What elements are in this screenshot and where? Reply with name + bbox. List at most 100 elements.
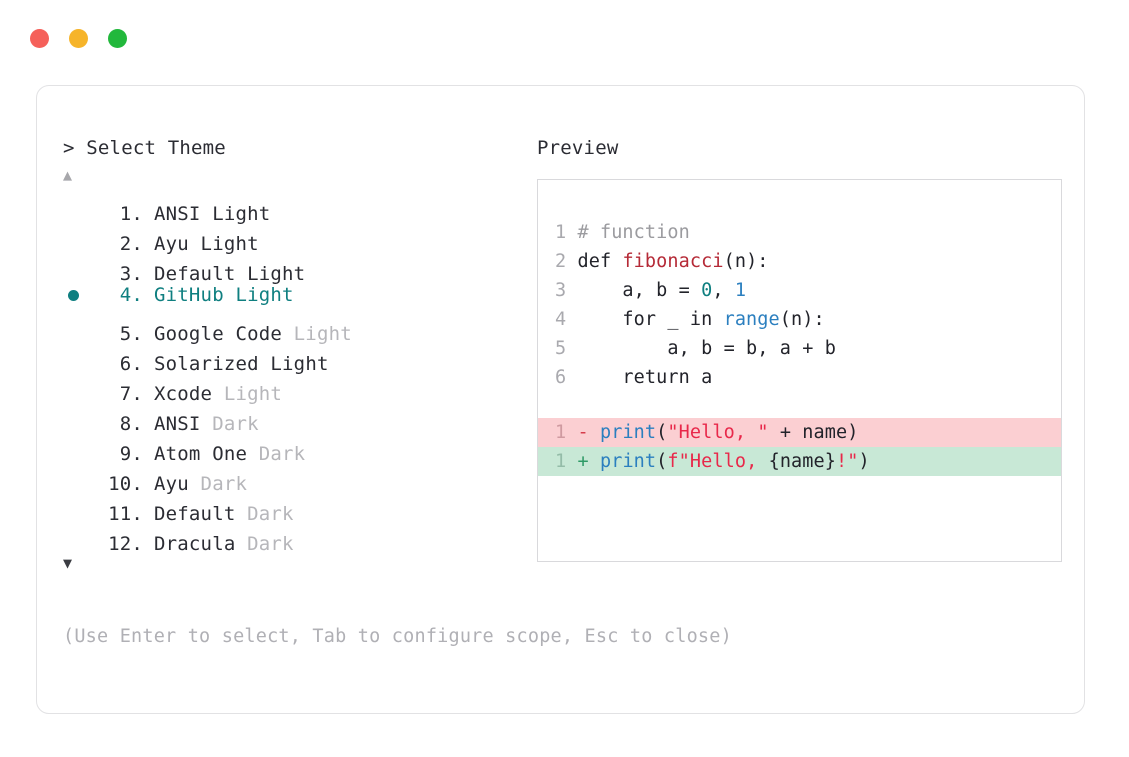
maximize-button[interactable]: [108, 29, 127, 48]
theme-item-name: Solarized: [154, 353, 259, 375]
theme-item-variant: Light: [188, 233, 259, 255]
line-number: 1: [555, 222, 578, 243]
code-token: !": [836, 451, 859, 472]
theme-item-variant: Dark: [188, 473, 248, 495]
theme-list-item[interactable]: 5.Google Code Light: [63, 310, 533, 345]
selection-bullet-cell: [63, 490, 95, 520]
select-theme-prompt: > Select Theme: [63, 137, 226, 159]
theme-item-variant: Dark: [200, 413, 259, 435]
theme-item-number: 8.: [119, 413, 143, 435]
code-line: 4 for _ in range(n):: [538, 305, 1061, 334]
theme-item-variant: Dark: [247, 443, 306, 465]
theme-item-variant: Light: [200, 203, 271, 225]
diff-line-number: 1: [555, 451, 578, 472]
theme-item-number: 2.: [119, 233, 143, 255]
line-number: 5: [555, 338, 578, 359]
theme-item-name: GitHub: [154, 284, 224, 306]
theme-item-number: 1.: [119, 203, 143, 225]
theme-item-name: ANSI: [154, 203, 201, 225]
code-token: ,: [712, 280, 735, 301]
theme-item-number: 7.: [119, 383, 143, 405]
code-token: f"Hello,: [667, 451, 769, 472]
code-blank-line: [538, 392, 1061, 418]
code-token: print: [599, 422, 657, 443]
theme-item-name: Xcode: [154, 383, 213, 405]
selected-bullet-icon: [68, 290, 79, 301]
code-token: 1: [734, 280, 747, 301]
theme-item-number: 12.: [108, 533, 143, 555]
theme-selector-pane: > Select Theme ▲ 1. ANSI Light 2. Ayu Light…: [63, 134, 533, 576]
diff-sign: +: [577, 451, 600, 472]
theme-item-name: Ayu: [154, 473, 189, 495]
scroll-down-arrow-icon[interactable]: ▼: [63, 554, 73, 572]
keyboard-hint: (Use Enter to select, Tab to configure s…: [63, 626, 732, 647]
theme-item-number: 11.: [108, 503, 143, 525]
theme-list-item[interactable]: 4.GitHub Light: [63, 280, 533, 310]
code-token: range: [723, 309, 780, 330]
theme-list-item[interactable]: 1. ANSI Light: [63, 190, 533, 225]
code-token: ): [858, 451, 870, 472]
theme-item-variant: Light: [258, 353, 329, 375]
theme-list-item[interactable]: 12. Dracula Dark: [63, 520, 533, 555]
close-button[interactable]: [30, 29, 49, 48]
selection-bullet-cell: [63, 310, 95, 340]
selection-bullet-cell: [63, 190, 95, 220]
theme-item-number: 5.: [119, 323, 143, 345]
theme-item-number: 9.: [119, 443, 143, 465]
theme-item-name: Default: [154, 503, 236, 525]
code-line: 6 return a: [538, 363, 1061, 392]
selection-bullet-cell: [63, 250, 95, 280]
theme-list-item[interactable]: 11. Default Dark: [63, 490, 533, 525]
diff-line-add: 1 + print(f"Hello, {name}!"): [538, 447, 1061, 476]
theme-item-name: ANSI: [154, 413, 201, 435]
diff-sign: -: [577, 422, 600, 443]
line-number: 4: [555, 309, 578, 330]
theme-list-item[interactable]: 8. ANSI Dark: [63, 400, 533, 435]
line-number: 3: [555, 280, 578, 301]
code-token: "Hello, ": [667, 422, 769, 443]
code-token: def: [577, 251, 623, 272]
line-number: 2: [555, 251, 578, 272]
theme-item-variant: Light: [212, 383, 283, 405]
line-number: 6: [555, 367, 578, 388]
code-token: for _ in: [577, 309, 724, 330]
code-line: 2 def fibonacci(n):: [538, 247, 1061, 276]
theme-list-item[interactable]: 2. Ayu Light: [63, 220, 533, 255]
diff-line-number: 1: [555, 422, 578, 443]
theme-item-number: 6.: [119, 353, 143, 375]
theme-item-variant: Dark: [235, 533, 294, 555]
selection-bullet-cell: [63, 340, 95, 370]
selection-bullet-cell: [63, 370, 95, 400]
theme-list-item[interactable]: 6. Solarized Light: [63, 340, 533, 375]
code-token: 0: [701, 280, 713, 301]
theme-item-variant: Light: [235, 263, 306, 285]
preview-title: Preview: [537, 137, 619, 159]
theme-list-item[interactable]: 3. Default Light: [63, 250, 533, 285]
code-token: return a: [577, 367, 713, 388]
code-token: (: [656, 451, 668, 472]
diff-line-del: 1 - print("Hello, " + name): [538, 418, 1061, 447]
theme-list-item[interactable]: 9.Atom One Dark: [63, 430, 533, 465]
minimize-button[interactable]: [69, 29, 88, 48]
theme-item-number: 3.: [119, 263, 143, 285]
code-token: # function: [577, 222, 690, 243]
theme-item-number: 4.: [119, 284, 143, 306]
code-token: a, b =: [577, 280, 702, 301]
window-traffic-lights: [30, 29, 127, 48]
theme-list-item[interactable]: 10.Ayu Dark: [63, 460, 533, 495]
theme-item-variant: Dark: [235, 503, 294, 525]
code-token: (: [656, 422, 668, 443]
theme-item-name: Dracula: [154, 533, 236, 555]
scroll-up-arrow-icon[interactable]: ▲: [63, 166, 73, 184]
theme-item-name: Default: [154, 263, 236, 285]
code-token: (n):: [779, 309, 825, 330]
theme-list-item[interactable]: 7. Xcode Light: [63, 370, 533, 405]
code-line: 1 # function: [538, 218, 1061, 247]
theme-item-name: Google Code: [154, 323, 283, 345]
theme-item-name: Ayu: [154, 233, 189, 255]
selection-bullet-cell: [63, 460, 95, 490]
code-token: fibonacci: [622, 251, 724, 272]
